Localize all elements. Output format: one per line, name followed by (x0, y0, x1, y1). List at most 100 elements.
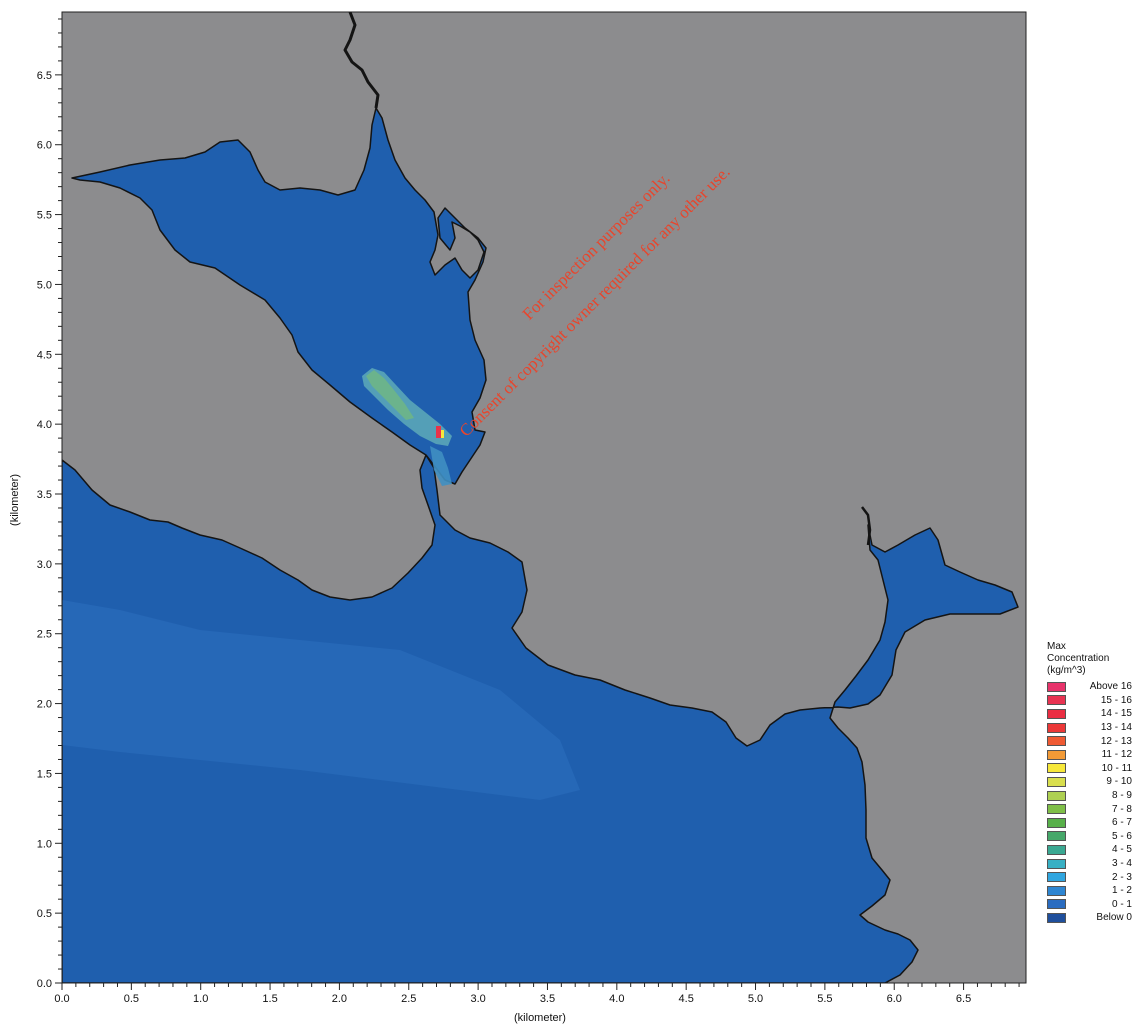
plot-frame (61, 11, 1027, 984)
x-axis: 0.0 0.5 1.0 1.5 2.0 2.5 3.0 3.5 4.0 4.5 5.0 5.5 6.0 6… (54, 983, 1020, 1005)
legend-item: 5 - 6 (1047, 830, 1139, 844)
legend-swatch (1047, 776, 1066, 787)
legend-title-line-1: Max (1047, 641, 1066, 652)
legend-swatch (1047, 790, 1066, 801)
legend-label: 15 - 16 (1100, 694, 1132, 706)
legend-swatch (1047, 804, 1066, 815)
legend-item: 15 - 16 (1047, 694, 1139, 708)
legend-label: 6 - 7 (1111, 817, 1132, 829)
plume-core (366, 370, 414, 420)
legend-swatch (1047, 749, 1066, 760)
legend-label: Above 16 (1089, 681, 1132, 693)
y-tick-label: 3.0 (37, 559, 52, 571)
legend-item: 9 - 10 (1047, 775, 1139, 789)
legend-item: 3 - 4 (1047, 857, 1139, 871)
y-tick-label: 1.0 (37, 838, 52, 850)
legend-swatch (1047, 708, 1066, 719)
legend-item: 6 - 7 (1047, 816, 1139, 830)
legend-item: 1 - 2 (1047, 884, 1139, 898)
legend-item: 2 - 3 (1047, 870, 1139, 884)
y-tick-label: 3.5 (37, 489, 52, 501)
legend-item: 14 - 15 (1047, 707, 1139, 721)
legend-label: 11 - 12 (1101, 749, 1132, 761)
sea-water (62, 454, 1019, 983)
concentration-hotspot-edge (441, 430, 444, 438)
legend-label: 0 - 1 (1111, 898, 1132, 910)
legend-swatch (1047, 695, 1066, 706)
legend-item: Below 0 (1047, 911, 1139, 925)
legend-label: 10 - 11 (1101, 762, 1132, 774)
river-east (861, 506, 872, 546)
legend-label: 1 - 2 (1111, 885, 1132, 897)
y-tick-label: 1.5 (37, 768, 52, 780)
legend-label: 5 - 6 (1111, 830, 1132, 842)
y-axis: 0.0 0.5 1.0 1.5 2.0 2.5 3.0 3.5 4.0 4.5 5.0 5.5 6.0 6… (37, 18, 62, 990)
x-tick-label: 3.0 (470, 993, 485, 1005)
legend-swatch (1047, 899, 1066, 910)
x-tick-label: 1.5 (262, 993, 277, 1005)
legend-item: 0 - 1 (1047, 898, 1139, 912)
x-tick-label: 2.5 (401, 993, 416, 1005)
legend-title: Max Concentration (kg/m^3) (1047, 641, 1139, 677)
legend-swatch (1047, 872, 1066, 883)
x-tick-label: 5.0 (748, 993, 763, 1005)
y-tick-label: 5.0 (37, 279, 52, 291)
concentration-hotspot (436, 426, 441, 438)
x-tick-label: 6.5 (956, 993, 971, 1005)
y-axis-title: (kilometer) (9, 474, 21, 526)
plume-tail (430, 446, 452, 486)
y-tick-label: 6.0 (37, 140, 52, 152)
y-tick-label: 2.0 (37, 699, 52, 711)
legend-title-line-3: (kg/m^3) (1047, 665, 1086, 676)
x-tick-label: 2.0 (332, 993, 347, 1005)
y-tick-label: 2.5 (37, 629, 52, 641)
legend-item: 12 - 13 (1047, 734, 1139, 748)
y-tick-label: 4.5 (37, 349, 52, 361)
x-tick-label: 1.0 (193, 993, 208, 1005)
legend-swatch (1047, 831, 1066, 842)
river-north (343, 12, 380, 109)
legend-label: 4 - 5 (1111, 844, 1132, 856)
sea-shallow-band (62, 600, 580, 800)
legend-label: 3 - 4 (1111, 858, 1132, 870)
legend-swatch (1047, 858, 1066, 869)
x-tick-label: 4.5 (679, 993, 694, 1005)
y-tick-label: 0.5 (37, 908, 52, 920)
legend-label: Below 0 (1096, 912, 1132, 924)
y-tick-label: 5.5 (37, 210, 52, 222)
x-tick-label: 0.5 (124, 993, 139, 1005)
legend-item: 11 - 12 (1047, 748, 1139, 762)
x-tick-label: 4.0 (609, 993, 624, 1005)
legend-swatch (1047, 912, 1066, 923)
y-tick-label: 4.0 (37, 419, 52, 431)
legend-label: 2 - 3 (1111, 871, 1132, 883)
x-tick-label: 3.5 (540, 993, 555, 1005)
legend-label: 8 - 9 (1111, 790, 1132, 802)
legend-item: 8 - 9 (1047, 789, 1139, 803)
x-tick-label: 5.5 (817, 993, 832, 1005)
legend-item: 7 - 8 (1047, 802, 1139, 816)
legend-swatch (1047, 817, 1066, 828)
x-tick-label: 0.0 (54, 993, 69, 1005)
legend-label: 7 - 8 (1111, 803, 1132, 815)
legend-label: 14 - 15 (1100, 708, 1132, 720)
x-axis-title: (kilometer) (514, 1012, 566, 1024)
legend-item: 4 - 5 (1047, 843, 1139, 857)
legend-swatch (1047, 885, 1066, 896)
legend-swatch (1047, 844, 1066, 855)
legend-swatch (1047, 736, 1066, 747)
legend-label: 13 - 14 (1100, 722, 1132, 734)
legend-swatch (1047, 763, 1066, 774)
legend-label: 9 - 10 (1106, 776, 1132, 788)
legend-title-line-2: Concentration (1047, 653, 1110, 664)
legend-item: 10 - 11 (1047, 762, 1139, 776)
legend-item: 13 - 14 (1047, 721, 1139, 735)
y-tick-label: 6.5 (37, 70, 52, 82)
legend-item: Above 16 (1047, 680, 1139, 694)
x-tick-label: 6.0 (887, 993, 902, 1005)
legend-swatch (1047, 681, 1066, 692)
y-tick-label: 0.0 (37, 978, 52, 990)
